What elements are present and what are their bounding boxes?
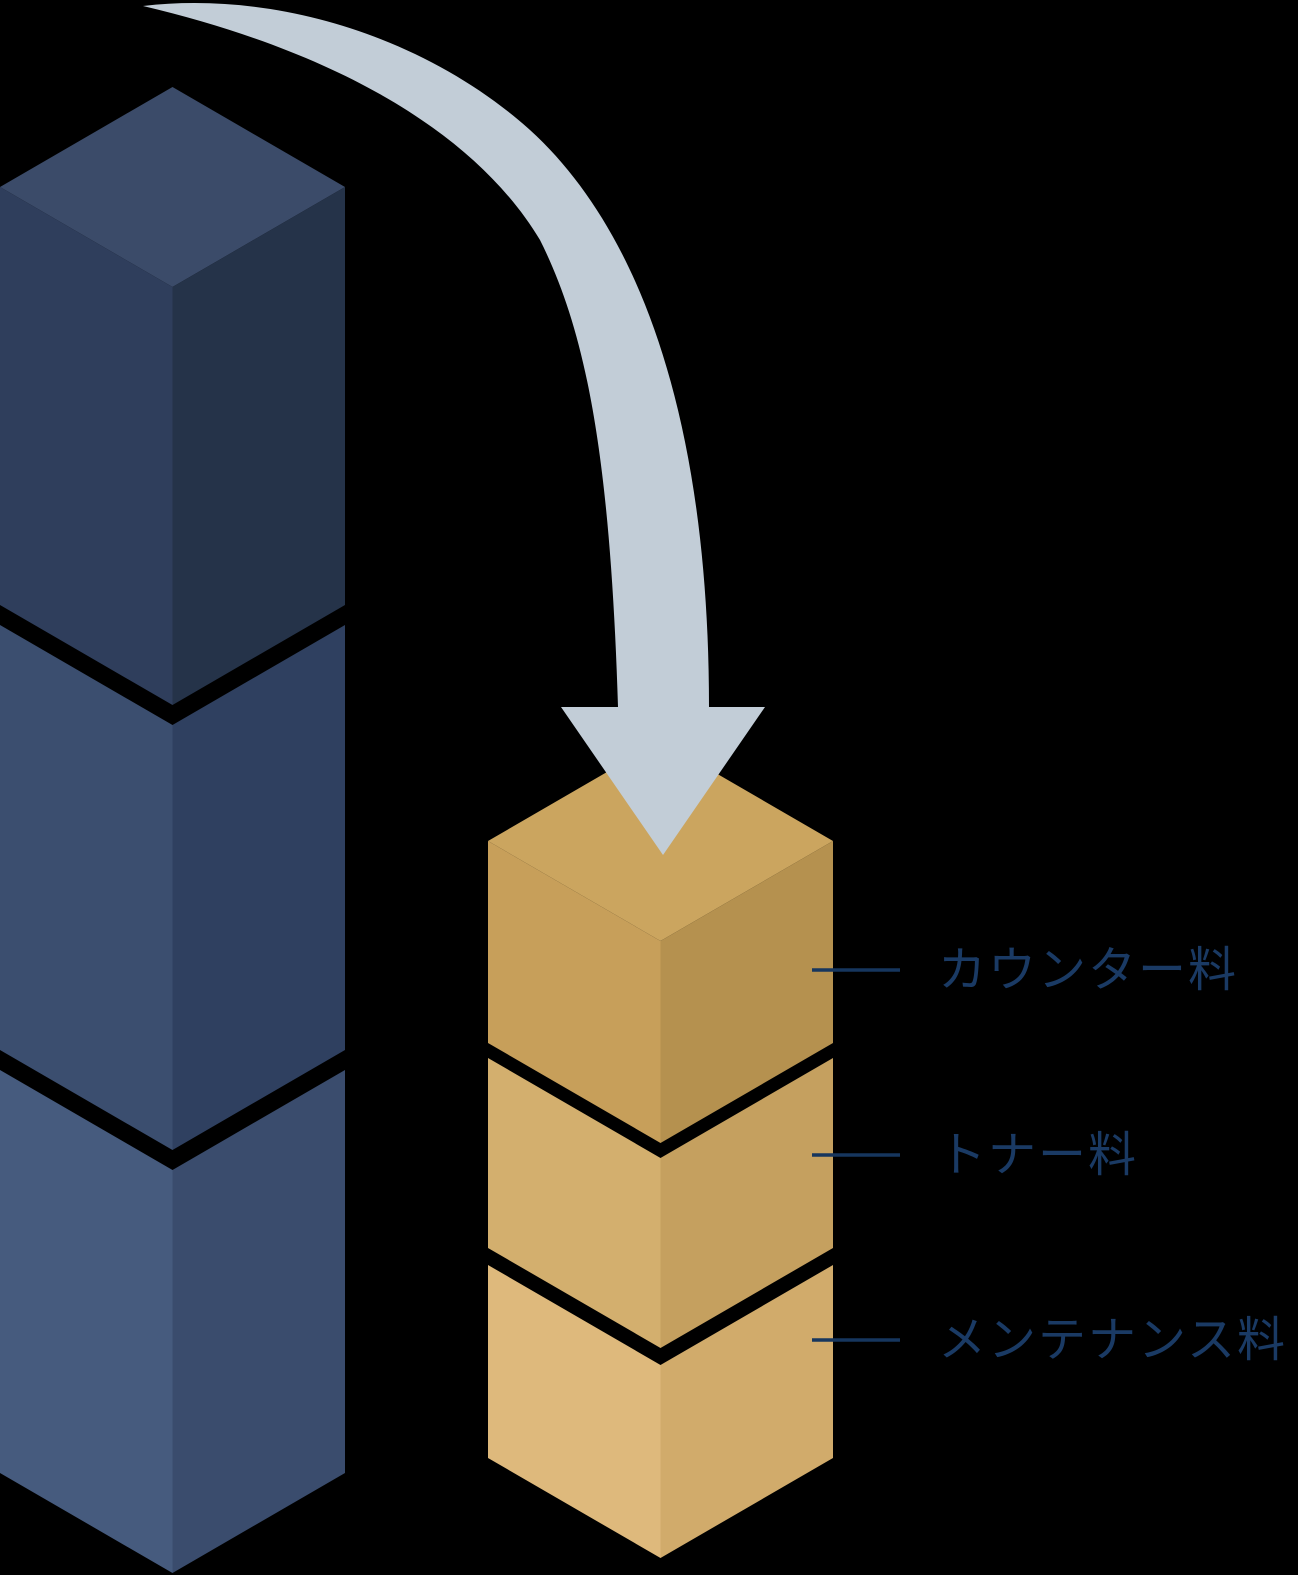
right-stack-block2-left-face xyxy=(488,1058,661,1348)
left-stack-block3-left-face xyxy=(0,1070,173,1573)
label-group-toner-fee: トナー料 xyxy=(812,1127,1138,1183)
left-stack-block1-right-face xyxy=(172,187,345,705)
left-stack-block2-left-face xyxy=(0,625,173,1150)
left-stack-block3-right-face xyxy=(172,1070,345,1573)
left-stack-block1-left-face xyxy=(0,187,173,705)
right-stack-block3-right-face xyxy=(660,1265,833,1558)
label-group-maintenance-fee: メンテナンス料 xyxy=(812,1312,1287,1368)
right-stack-block1-left-face xyxy=(488,841,661,1143)
right-stack-block2-right-face xyxy=(660,1058,833,1348)
curved-arrow-icon xyxy=(143,3,765,856)
left-stack-block2-right-face xyxy=(172,625,345,1150)
label-group-counter-fee: カウンター料 xyxy=(812,942,1238,998)
left-stack xyxy=(0,87,345,1573)
right-stack-block3-left-face xyxy=(488,1265,661,1558)
toner-fee-label: トナー料 xyxy=(938,1127,1138,1183)
counter-fee-label: カウンター料 xyxy=(938,942,1238,998)
right-stack xyxy=(488,741,833,1558)
right-stack-block1-right-face xyxy=(660,841,833,1143)
maintenance-fee-label: メンテナンス料 xyxy=(938,1312,1287,1368)
